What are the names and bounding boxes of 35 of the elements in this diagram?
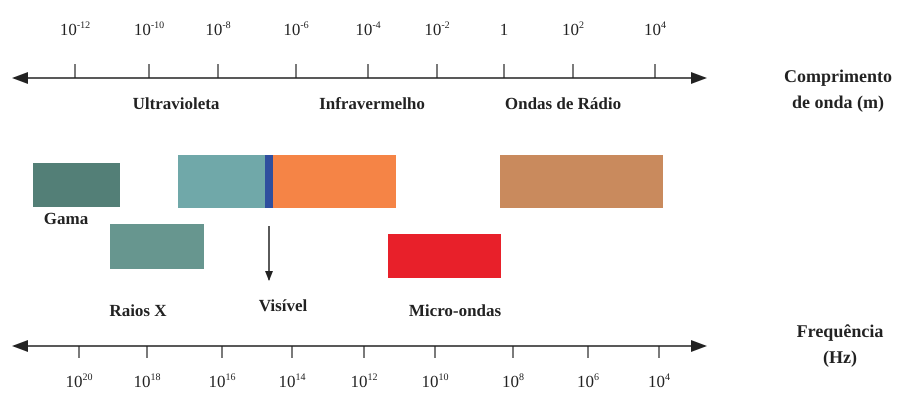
band-bar [110, 224, 204, 269]
band-bar [33, 163, 120, 207]
tick-label: 10$^{14}$ [278, 372, 306, 392]
band-label: Ultravioleta [132, 94, 220, 114]
arrow [265, 226, 273, 281]
axis-title: Frequência (Hz) [796, 320, 884, 369]
tick-label: 10$^{8}$ [502, 372, 524, 392]
band-label: Ondas de Rádio [504, 94, 622, 114]
tick-label: 10$^{-8}$ [205, 20, 231, 40]
tick-label: 10$^{-2}$ [424, 20, 450, 40]
tick-label: 10$^{6}$ [577, 372, 599, 392]
tick-label: 10$^{-10}$ [134, 20, 164, 40]
tick-label: 10$^{2}$ [562, 20, 584, 40]
tick-label: 10$^{18}$ [134, 372, 160, 392]
band-label: Visível [258, 296, 308, 316]
axis-title: Comprimento de onda (m) [783, 65, 893, 114]
tick-label: 10$^{4}$ [644, 20, 666, 40]
tick-label: 10$^{-12}$ [60, 20, 90, 40]
band-bar [500, 155, 663, 208]
band-label: Micro-ondas [408, 301, 502, 321]
band-label: Raios X [109, 301, 167, 321]
band-bar [265, 155, 273, 208]
tick-label: 10$^{-4}$ [355, 20, 381, 40]
tick-label: 10$^{12}$ [350, 372, 378, 392]
tick-label: 10$^{20}$ [66, 372, 92, 392]
band-bar [178, 155, 265, 208]
band-label: Gama [44, 209, 88, 229]
tick-label: 10$^{16}$ [208, 372, 236, 392]
band-label: Infravermelho [319, 94, 425, 114]
tick-label: 10$^{-6}$ [283, 20, 309, 40]
tick-label: 10$^{4}$ [648, 372, 670, 392]
tick-label: 1 [500, 20, 508, 40]
band-bar [388, 234, 501, 278]
tick-label: 10$^{10}$ [422, 372, 448, 392]
band-bar [273, 155, 396, 208]
